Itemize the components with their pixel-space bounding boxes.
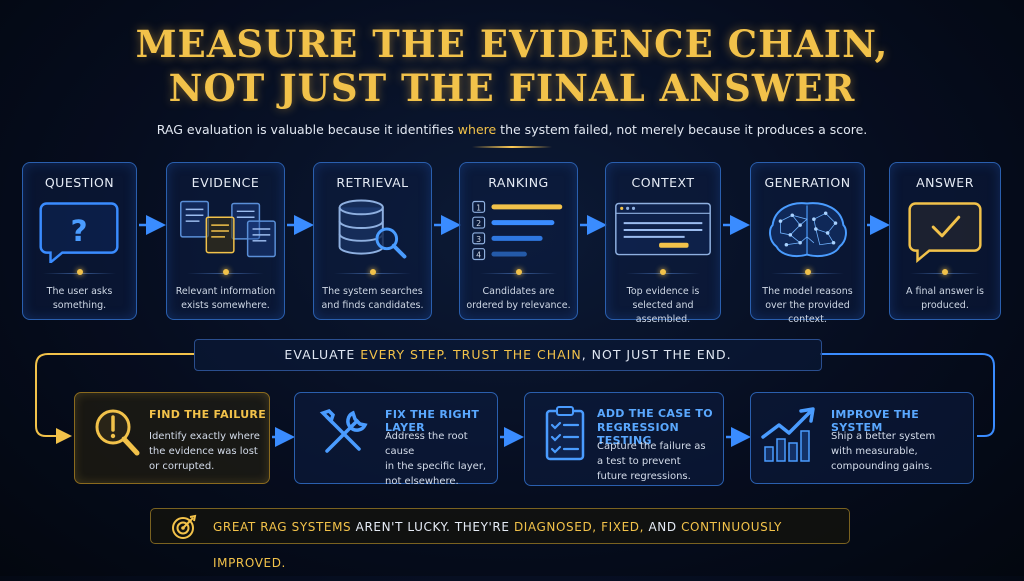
step-fix-the-right-layer: FIX THE RIGHT LAYER Address the root cau…: [294, 392, 498, 487]
ranked-list-icon: 1 2 3 4: [472, 200, 563, 261]
subtitle: RAG evaluation is valuable because it id…: [0, 122, 1024, 137]
gold-divider: [472, 146, 552, 148]
step-description-line: Identify exactly where: [149, 431, 260, 442]
growth-chart-icon: [761, 407, 815, 462]
step-title: FIX THE RIGHT LAYER: [385, 408, 480, 434]
context-window-icon: [615, 202, 711, 256]
stage-title: CONTEXT: [631, 175, 695, 190]
stage-marker: [942, 269, 948, 275]
step-description-line: with measurable,: [831, 446, 918, 457]
banner-text-end: , NOT JUST THE END.: [581, 347, 732, 362]
stage-marker: [515, 269, 522, 275]
step-title: IMPROVE THE SYSTEM: [831, 408, 920, 434]
step-title: ADD THE CASE TO: [597, 407, 713, 420]
target-icon: [172, 514, 197, 539]
step-description: Address the root cause in the specific l…: [385, 429, 497, 489]
stage-title: RANKING: [488, 175, 549, 190]
stage-marker: [369, 269, 376, 275]
rank-number: 2: [476, 219, 481, 228]
subtitle-text-before: RAG evaluation is valuable because it id…: [156, 122, 458, 137]
stage-title: GENERATION: [764, 175, 851, 190]
stage-title: RETRIEVAL: [336, 175, 409, 190]
stage-marker: [804, 269, 811, 275]
banner-highlight-trust-chain: TRUST THE CHAIN: [448, 347, 582, 362]
pipeline-arrows: [139, 215, 890, 447]
banner-highlight-every-step: EVERY STEP.: [360, 347, 449, 362]
stage-title: QUESTION: [44, 175, 115, 190]
stage-description: The model reasons over the provided cont…: [762, 286, 853, 325]
evaluation-banner: EVALUATE EVERY STEP. TRUST THE CHAIN, NO…: [194, 339, 822, 371]
footer-text: GREAT RAG SYSTEMS AREN'T LUCKY. THEY'RE …: [213, 509, 849, 581]
step-improve-the-system: IMPROVE THE SYSTEM Ship a better system …: [750, 392, 974, 484]
loop-connector-left: [35, 353, 194, 444]
footer-text-2: AREN'T LUCKY. THEY'RE: [355, 520, 514, 534]
subtitle-highlight: where: [457, 122, 497, 137]
title-line-2: NOT JUST THE FINAL ANSWER: [168, 66, 856, 110]
footer-banner: GREAT RAG SYSTEMS AREN'T LUCKY. THEY'RE …: [150, 508, 850, 570]
step-description-line: Address the root cause: [385, 431, 468, 457]
rank-number: 4: [476, 251, 481, 260]
svg-text:?: ?: [70, 214, 87, 248]
stage-title: EVIDENCE: [191, 175, 260, 190]
stage-title: ANSWER: [916, 175, 974, 190]
footer-text-4: AND: [648, 520, 682, 534]
step-description-line: the evidence was lost: [149, 446, 258, 457]
step-description-line: compounding gains.: [831, 461, 933, 472]
stage-description: The system searches and finds candidates…: [321, 286, 424, 311]
step-find-the-failure: FIND THE FAILURE Identify exactly where …: [74, 392, 270, 484]
step-title: FIND THE FAILURE: [149, 408, 267, 421]
step-description: Identify exactly where the evidence was …: [149, 429, 260, 474]
checkmark-bubble-icon: [908, 202, 982, 263]
step-description-line: not elsewhere.: [385, 476, 459, 487]
stage-card-question: QUESTION ? The user asks something.: [22, 162, 137, 320]
question-bubble-icon: ?: [39, 202, 119, 263]
stage-marker: [660, 269, 666, 275]
rank-number: 3: [476, 235, 481, 244]
title-line-1: MEASURE THE EVIDENCE CHAIN,: [135, 22, 889, 66]
step-description-line: in the specific layer,: [385, 461, 487, 472]
stage-marker: [76, 269, 83, 275]
documents-icon: [180, 200, 276, 258]
stage-description: A final answer is produced.: [906, 286, 984, 311]
stage-description: Relevant information exists somewhere.: [175, 286, 276, 311]
step-description-line: Capture the failure as: [597, 441, 706, 452]
stage-card-answer: ANSWER A final answer is produced.: [889, 162, 1001, 320]
tools-icon: [319, 408, 368, 453]
footer-text-3: DIAGNOSED, FIXED,: [513, 520, 649, 534]
brain-icon: [769, 202, 847, 258]
rank-number: 1: [476, 203, 481, 212]
step-description: Capture the failure as a test to prevent…: [597, 439, 706, 484]
stage-card-generation: GENERATION The model reasons over the pr…: [750, 162, 865, 325]
step-description: Ship a better system with measurable, co…: [831, 429, 935, 474]
step-add-regression-test: ADD THE CASE TO REGRESSION TESTING Captu…: [524, 392, 724, 486]
stage-description: Top evidence is selected and assembled.: [626, 286, 700, 325]
step-description-line: or corrupted.: [149, 461, 215, 472]
step-title-line-2: REGRESSION TESTING: [597, 421, 679, 447]
stage-description: Candidates are ordered by relevance.: [466, 286, 571, 311]
checklist-icon: [545, 406, 585, 461]
warning-magnifier-icon: [95, 409, 140, 456]
step-description-line: a test to prevent: [597, 456, 681, 467]
stage-card-retrieval: RETRIEVAL The system searches and finds …: [313, 162, 432, 320]
stage-marker: [222, 269, 229, 275]
stage-card-evidence: EVIDENCE Relevant information exists som…: [166, 162, 285, 320]
loop-connector-right: [820, 353, 995, 437]
database-search-icon: [338, 199, 407, 259]
step-description-line: future regressions.: [597, 471, 691, 482]
step-description-line: Ship a better system: [831, 431, 936, 442]
footer-text-5: CONTINUOUSLY IMPROVED.: [213, 520, 782, 570]
stage-card-ranking: RANKING 1 2 3 4 Candidates are ordered b…: [459, 162, 578, 320]
banner-text: EVALUATE: [284, 347, 361, 362]
stage-card-context: CONTEXT Top evidence is selected and ass…: [605, 162, 721, 325]
subtitle-text-after: the system failed, not merely because it…: [496, 122, 868, 137]
footer-text-1: GREAT RAG SYSTEMS: [213, 520, 356, 534]
stage-description: The user asks something.: [46, 286, 113, 311]
